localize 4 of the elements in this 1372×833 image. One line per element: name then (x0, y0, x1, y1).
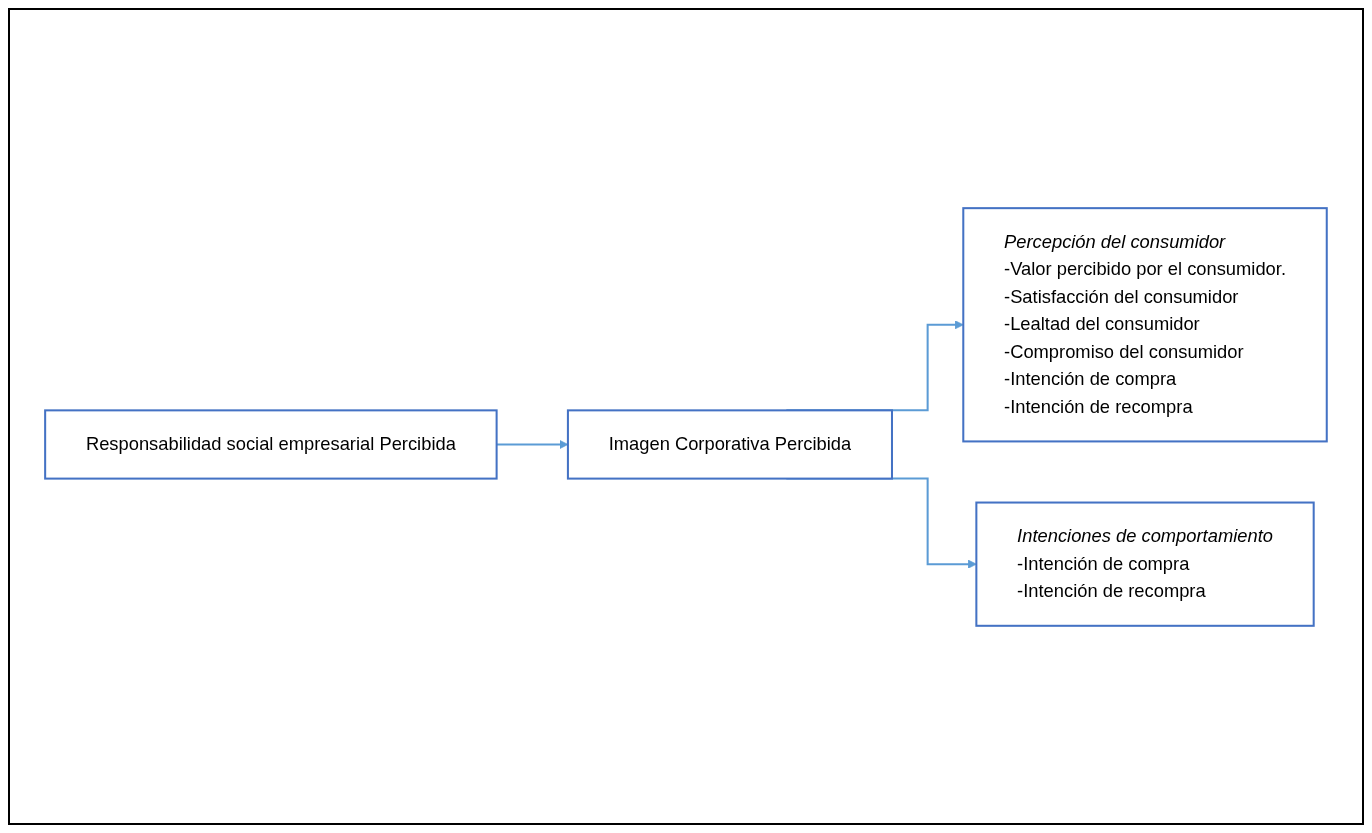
node-box: Intenciones de comportamiento -Intención de compra -Intención de recompra (975, 501, 1315, 627)
node-box: Responsabilidad social empresarial Percibida (44, 408, 498, 480)
node-box: Imagen Corporativa Percibida (566, 408, 894, 480)
node-box: Percepción del consumidor -Valor percibido por el consumidor. -Satisfacción del consumidor -Lealtad del consumidor -Compromiso del consumidor -Intención de compra -Intención de recompra (962, 206, 1328, 442)
